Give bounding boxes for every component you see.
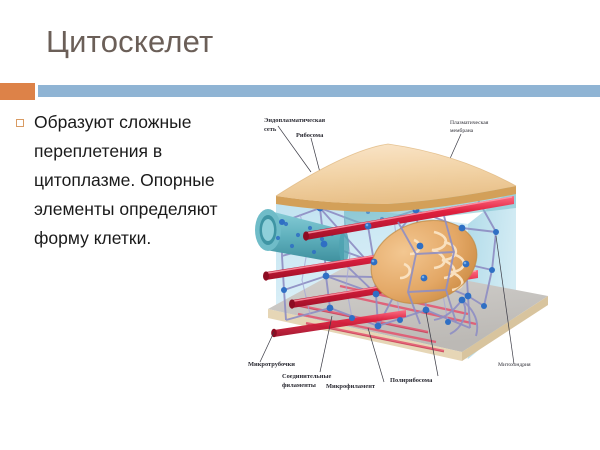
figure-label-polyribosome: Полирибосома	[390, 377, 433, 384]
title-accent-block	[0, 83, 35, 100]
figure-label-microtubules: Микротрубочки	[248, 361, 295, 368]
figure-label-microfilament: Микрофиламент	[326, 383, 376, 390]
filament-nodes	[279, 204, 499, 330]
plasma-membrane	[275, 143, 517, 212]
body-content: Образуют сложные переплетения в цитоплаз…	[16, 108, 248, 253]
figure-label-ribosome: Рибосома	[296, 132, 324, 139]
bullet-text: Образуют сложные переплетения в цитоплаз…	[34, 112, 218, 248]
title-divider-rule	[38, 85, 600, 97]
square-bullet-icon	[16, 119, 24, 127]
leader-lines-bottom	[259, 235, 515, 383]
figure-label-mitochondrion: Митохондрия	[498, 362, 531, 368]
figure-label-er: Эндоплазматическая	[264, 117, 326, 124]
figure-label-er-line2: сеть	[264, 126, 277, 133]
page-title: Цитоскелет	[46, 24, 214, 59]
cytoskeleton-diagram: Эндоплазматическая сеть Рибосома Плазмат…	[248, 104, 600, 390]
list-item: Образуют сложные переплетения в цитоплаз…	[16, 108, 248, 253]
